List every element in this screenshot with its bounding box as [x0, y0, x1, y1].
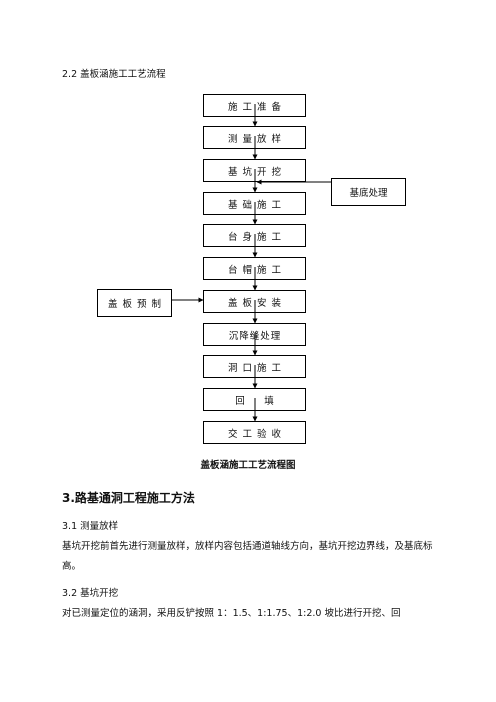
flowchart-caption: 盖板涵施工工艺流程图 [200, 460, 296, 471]
flow-step-abutment: 台身施工 [203, 224, 306, 247]
flow-step-cap: 台帽施工 [203, 257, 306, 280]
flow-step-survey: 测量放样 [203, 126, 306, 149]
flow-step-acceptance: 交工验收 [203, 421, 306, 444]
subheading-3-2: 3.2 基坑开挖 [62, 588, 119, 599]
flow-side-slab-prefab: 盖板预制 [97, 289, 172, 317]
heading-3: 3.路基通洞工程施工方法 [62, 491, 195, 505]
subheading-3-1: 3.1 测量放样 [62, 521, 119, 532]
paragraph-3-1: 基坑开挖前首先进行测量放样，放样内容包括通道轴线方向，基坑开挖边界线，及基底标高… [62, 541, 433, 572]
flow-side-base-treatment: 基底处理 [331, 178, 406, 206]
section-title: 2.2 盖板涵施工工艺流程 [62, 69, 166, 80]
flow-step-settlement-joint: 沉降缝处理 [203, 323, 306, 346]
flow-step-prep: 施工准备 [203, 94, 306, 117]
flow-step-excavation: 基坑开挖 [203, 159, 306, 182]
paragraph-3-2: 对已测量定位的涵洞，采用反铲按照 1：1.5、1:1.75、1:2.0 坡比进行… [62, 608, 401, 619]
flow-step-portal: 洞口施工 [203, 355, 306, 378]
flow-step-backfill: 回 填 [203, 388, 306, 411]
flow-step-slab-install: 盖板安装 [203, 290, 306, 313]
flow-step-foundation: 基础施工 [203, 192, 306, 215]
